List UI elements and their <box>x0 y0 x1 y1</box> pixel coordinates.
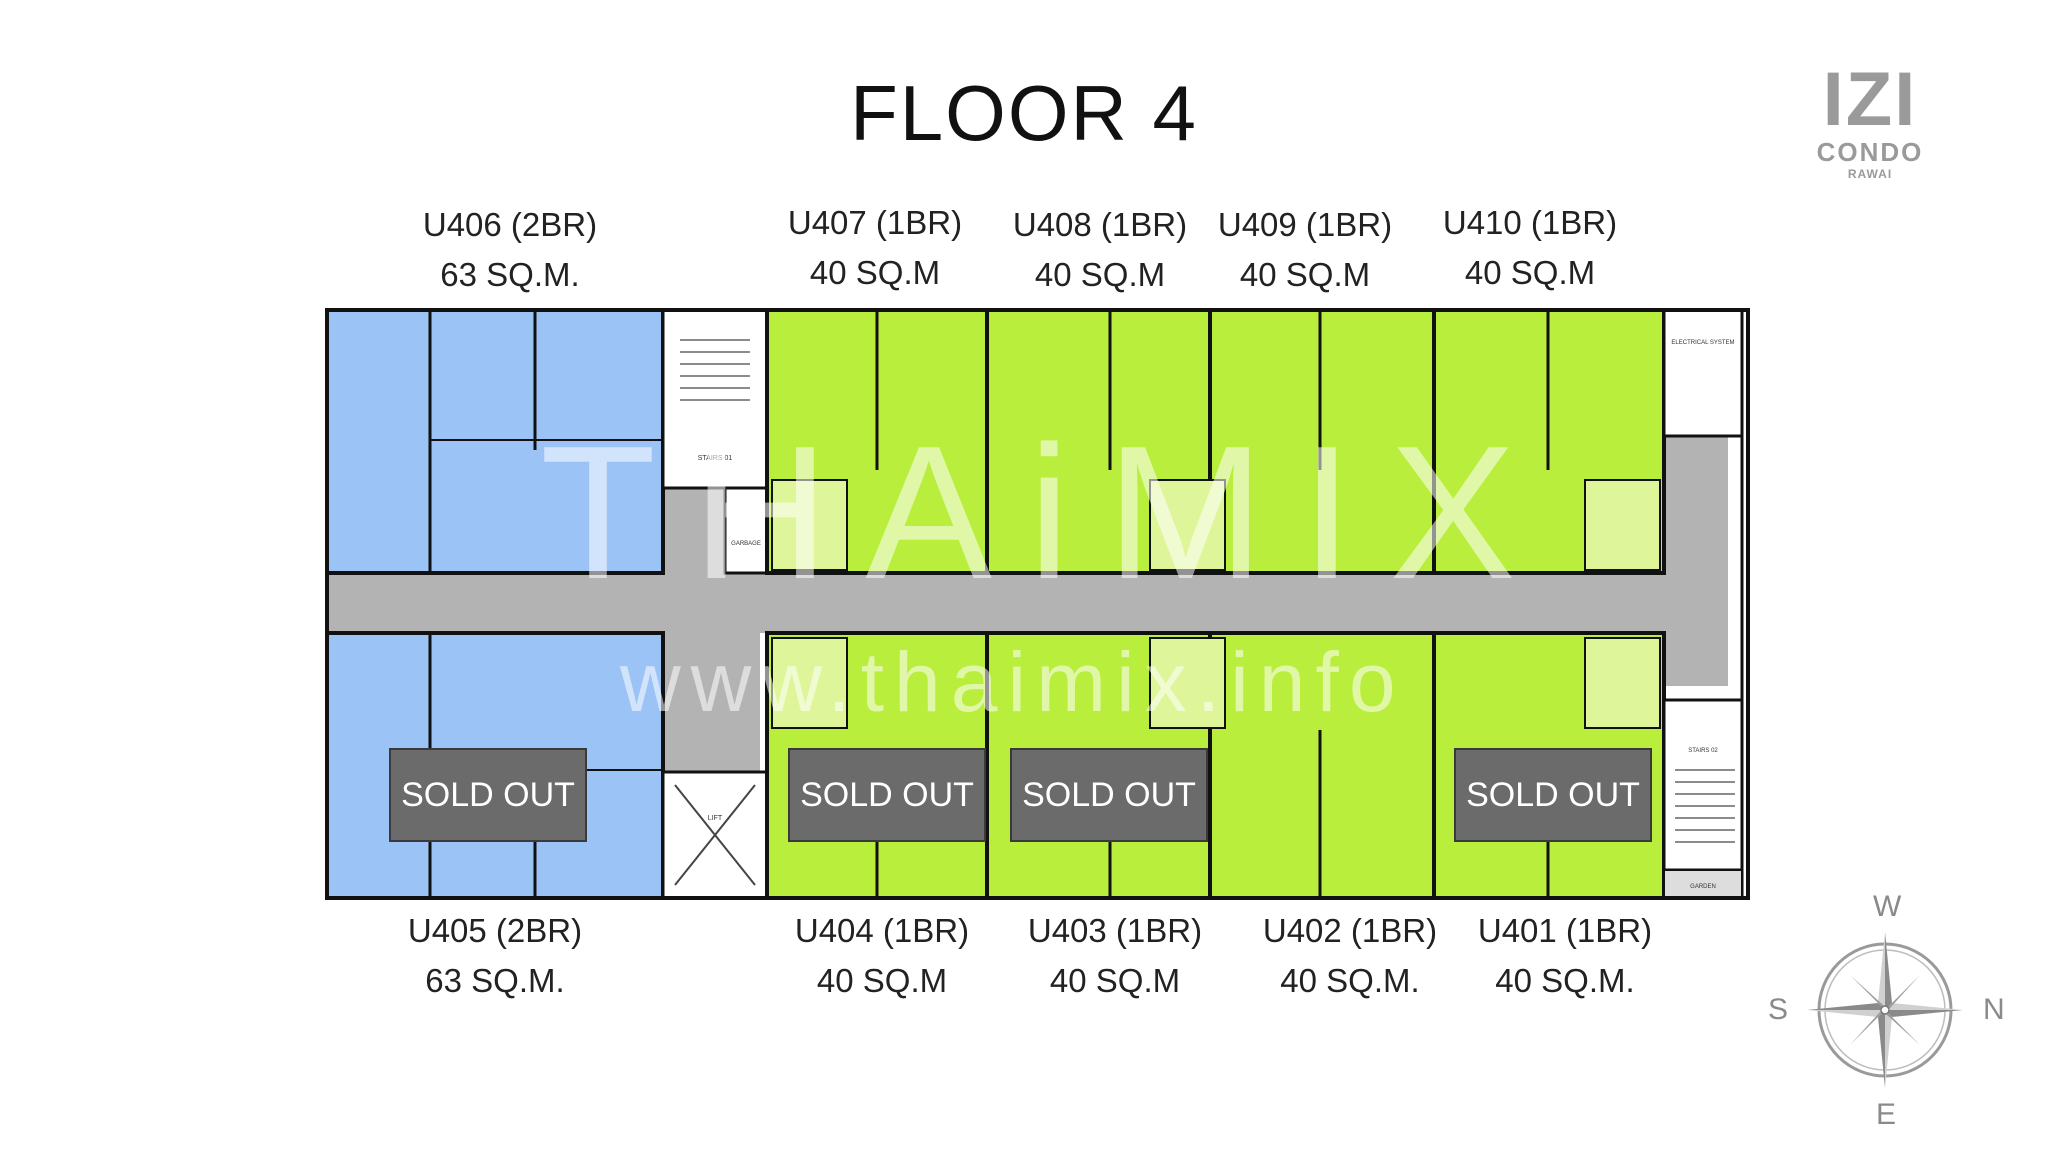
building-outline <box>325 308 1750 900</box>
garbage-label: GARBAGE <box>731 541 761 547</box>
unit-area: 40 SQ.M <box>1034 256 1166 293</box>
electrical-room <box>1662 308 1744 438</box>
compass-east-label: E <box>1876 1098 1897 1131</box>
unit-label-u407: U407 (1BR) 40 SQ.M <box>745 198 1005 298</box>
logo-line-1: IZI <box>1822 57 1918 142</box>
unit-name: U406 (2BR) <box>422 206 598 243</box>
unit-label-u404: U404 (1BR) 40 SQ.M <box>752 906 1012 1006</box>
compass-north-label: N <box>1983 993 2005 1026</box>
unit-name: U404 (1BR) <box>794 912 970 949</box>
logo-line-2: CONDO <box>1816 137 1924 167</box>
unit-name: U405 (2BR) <box>407 912 583 949</box>
brand-logo: IZI CONDO RAWAI <box>1800 62 1940 182</box>
garden-label: GARDEN <box>1690 884 1716 890</box>
unit-label-u408: U408 (1BR) 40 SQ.M <box>970 200 1230 300</box>
unit-area: 40 SQ.M <box>1049 962 1181 999</box>
unit-area: 63 SQ.M. <box>425 962 565 999</box>
unit-name: U408 (1BR) <box>1012 206 1188 243</box>
unit-name: U403 (1BR) <box>1027 912 1203 949</box>
unit-name: U407 (1BR) <box>787 204 963 241</box>
unit-label-u403: U403 (1BR) 40 SQ.M <box>985 906 1245 1006</box>
unit-label-u410: U410 (1BR) 40 SQ.M <box>1400 198 1660 298</box>
unit-u406 <box>325 308 665 575</box>
unit-area: 40 SQ.M. <box>1280 962 1420 999</box>
unit-name: U410 (1BR) <box>1442 204 1618 241</box>
sold-out-badge-u405: SOLD OUT <box>389 748 587 842</box>
compass-icon <box>1807 932 1963 1088</box>
electrical-label: ELECTRICAL SYSTEM <box>1671 340 1734 346</box>
unit-label-u401: U401 (1BR) 40 SQ.M. <box>1435 906 1695 1006</box>
garbage-room <box>723 486 769 575</box>
unit-u409 <box>1208 308 1436 575</box>
logo-line-3: RAWAI <box>1847 167 1893 181</box>
unit-label-u406: U406 (2BR) 63 SQ.M. <box>380 200 640 300</box>
compass-south-label: S <box>1768 993 1789 1026</box>
corridor <box>328 573 1728 633</box>
stairs-02 <box>1662 698 1744 872</box>
unit-label-u405: U405 (2BR) 63 SQ.M. <box>365 906 625 1006</box>
unit-name: U401 (1BR) <box>1477 912 1653 949</box>
corridor-east <box>1664 436 1728 686</box>
unit-area: 63 SQ.M. <box>440 256 580 293</box>
sold-out-badge-u404: SOLD OUT <box>788 748 986 842</box>
unit-area: 40 SQ.M <box>1239 256 1371 293</box>
compass-west-label: W <box>1873 890 1902 923</box>
unit-area: 40 SQ.M <box>816 962 948 999</box>
unit-label-u402: U402 (1BR) 40 SQ.M. <box>1220 906 1480 1006</box>
unit-name: U402 (1BR) <box>1262 912 1438 949</box>
lift-label: LIFT <box>708 815 723 822</box>
unit-label-u409: U409 (1BR) 40 SQ.M <box>1175 200 1435 300</box>
stairs-01-label: STAIRS 01 <box>698 455 733 462</box>
garden <box>1663 869 1743 899</box>
sold-out-badge-u401: SOLD OUT <box>1454 748 1652 842</box>
page-title: FLOOR 4 <box>850 69 1198 157</box>
unit-area: 40 SQ.M <box>1464 254 1596 291</box>
unit-area: 40 SQ.M. <box>1495 962 1635 999</box>
stairs-02-label: STAIRS 02 <box>1688 748 1718 754</box>
sold-out-badge-u403: SOLD OUT <box>1010 748 1208 842</box>
unit-area: 40 SQ.M <box>809 254 941 291</box>
unit-name: U409 (1BR) <box>1217 206 1393 243</box>
unit-u402 <box>1208 631 1436 900</box>
